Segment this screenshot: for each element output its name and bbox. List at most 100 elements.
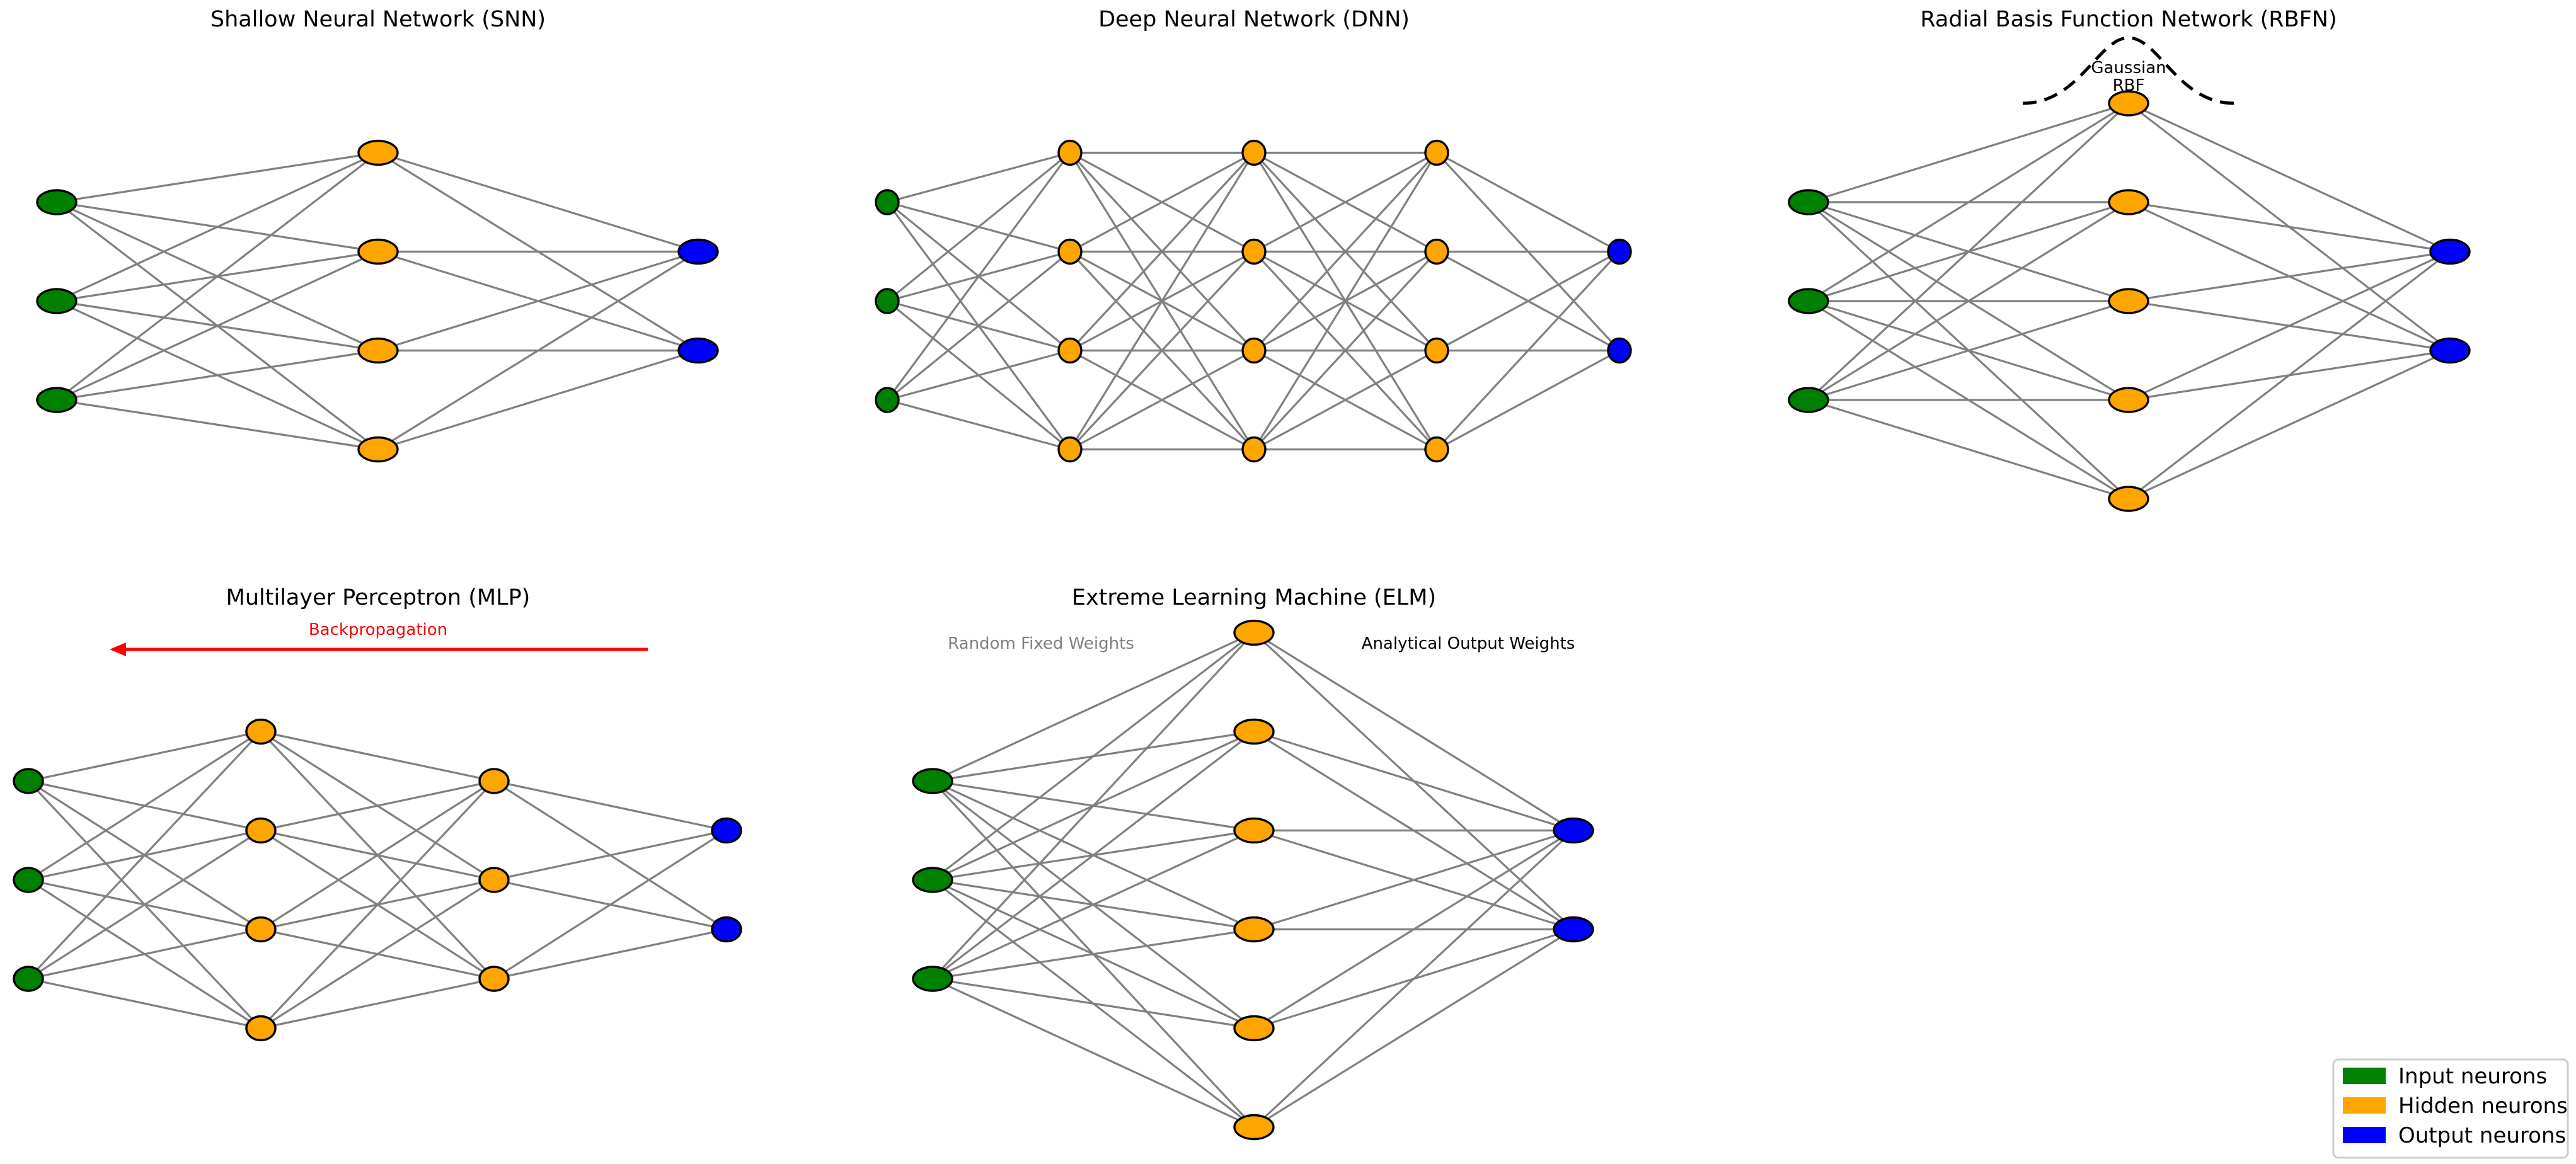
rbfn-input-neuron-0-0 (1788, 189, 1829, 215)
mlp-input-neuron-0-0 (13, 768, 44, 794)
rbfn-edge-l0-n2-to-n1 (1808, 201, 2129, 401)
rbfn-edge-l0-n2-to-n0 (1807, 102, 2130, 401)
rbfn-edge-l0-n0-to-n0 (1808, 102, 2129, 203)
mlp-edge-l2-n2-to-n0 (493, 830, 727, 980)
elm-edges (931, 632, 1575, 1128)
dnn-edge-l3-n3-to-n0 (1435, 251, 1621, 450)
snn-output-neuron-2-0 (677, 238, 719, 265)
legend-label-output: Output neurons (2398, 1123, 2566, 1148)
rbfn-edge-l1-n2-to-n0 (2128, 250, 2451, 302)
elm-output-neuron-2-1 (1553, 916, 1594, 943)
elm-edge-l0-n2-to-n0 (931, 632, 1255, 980)
elm-input-neuron-0-2 (912, 966, 953, 992)
dnn-hidden-neuron-1-3 (1057, 436, 1083, 463)
dnn-hidden-neuron-2-2 (1241, 337, 1267, 364)
dnn-hidden-neuron-1-0 (1057, 139, 1083, 166)
dnn-hidden-neuron-3-2 (1424, 337, 1449, 364)
elm-output-neuron-2-0 (1553, 817, 1594, 844)
dnn-edge-l0-n2-to-n2 (887, 349, 1071, 401)
dnn-edge-l3-n3-to-n1 (1436, 350, 1620, 450)
mlp-input-neuron-0-2 (13, 966, 44, 992)
dnn-hidden-neuron-2-3 (1241, 436, 1267, 463)
elm-hidden-neuron-1-2 (1233, 817, 1275, 844)
rbfn-hidden-neuron-1-2 (2108, 288, 2149, 314)
snn-edge-l1-n0-to-n0 (377, 151, 699, 253)
legend-swatch-output (2343, 1127, 2386, 1143)
elm-edge-l0-n2-to-n5 (932, 978, 1255, 1128)
mlp-edge-l0-n2-to-n0 (27, 731, 262, 980)
rbfn-edge-l0-n1-to-n0 (1808, 102, 2129, 302)
snn-hidden-neuron-1-1 (357, 238, 399, 265)
rbfn-edge-l0-n2-to-n2 (1808, 300, 2129, 401)
elm-hidden-neuron-1-3 (1233, 916, 1275, 943)
rbfn-edge-l1-n4-to-n0 (2128, 251, 2451, 500)
snn-edge-l0-n2-to-n1 (56, 251, 379, 401)
elm-edge-l1-n0-to-n0 (1253, 632, 1574, 831)
elm-edge-l1-n1-to-n0 (1253, 730, 1574, 832)
snn-edge-l0-n2-to-n3 (56, 399, 379, 451)
elm-edge-l1-n5-to-n0 (1253, 830, 1575, 1128)
dnn-edge-l1-n1-to-n0 (1069, 152, 1255, 253)
analytical-output-weights-label: Analytical Output Weights (1362, 634, 1575, 653)
gaussian-rbf-curve (2022, 36, 2235, 105)
elm-edge-l0-n2-to-n4 (932, 978, 1255, 1030)
dnn-hidden-neuron-2-1 (1241, 238, 1267, 265)
dnn-input-neuron-0-1 (875, 288, 900, 314)
legend-box (2332, 1058, 2569, 1159)
legend-swatch-hidden (2343, 1097, 2386, 1114)
elm-edge-l1-n3-to-n0 (1253, 829, 1574, 931)
rbfn-hidden-neuron-1-1 (2108, 189, 2149, 215)
backpropagation-arrowhead (110, 642, 126, 656)
dnn-edges (886, 151, 1621, 451)
dnn-input-neuron-0-2 (875, 387, 900, 413)
rbfn-edges (1807, 102, 2451, 500)
rbfn-edge-l0-n2-to-n4 (1808, 399, 2129, 500)
random-fixed-weights-label: Random Fixed Weights (948, 634, 1134, 653)
mlp-panel: Multilayer Perceptron (MLP) Backpropagat… (13, 585, 742, 1042)
dnn-input-neuron-0-0 (875, 189, 900, 215)
dnn-output-neuron-4-0 (1607, 238, 1632, 265)
snn-hidden-neuron-1-0 (357, 139, 399, 166)
dnn-edge-l0-n2-to-n0 (886, 152, 1071, 401)
elm-edge-l0-n2-to-n3 (932, 928, 1255, 980)
elm-edge-l0-n1-to-n0 (932, 632, 1255, 881)
dnn-edge-l0-n2-to-n3 (887, 399, 1071, 451)
elm-input-neuron-0-0 (912, 768, 953, 794)
rbfn-neurons (1788, 90, 2471, 512)
dnn-edge-l1-n2-to-n0 (1069, 152, 1255, 351)
dnn-edge-l3-n0-to-n0 (1436, 152, 1620, 253)
elm-edge-l0-n0-to-n0 (932, 632, 1255, 782)
dnn-edge-l2-n3-to-n0 (1253, 152, 1438, 450)
rbfn-title: Radial Basis Function Network (RBFN) (1920, 7, 2337, 32)
dnn-hidden-neuron-1-2 (1057, 337, 1083, 364)
elm-edge-l1-n5-to-n1 (1253, 928, 1574, 1128)
snn-edge-l1-n2-to-n0 (377, 250, 699, 352)
mlp-hidden-neuron-1-1 (245, 817, 277, 844)
snn-neurons (36, 139, 719, 463)
elm-panel: Extreme Learning Machine (ELM) Random Fi… (912, 585, 1594, 1141)
snn-input-neuron-0-2 (36, 387, 78, 413)
mlp-output-neuron-3-1 (711, 916, 742, 943)
mlp-edge-l2-n1-to-n0 (493, 829, 727, 881)
snn-panel: Shallow Neural Network (SNN) (36, 7, 719, 463)
mlp-hidden-neuron-2-0 (478, 768, 510, 794)
dnn-edge-l1-n3-to-n1 (1069, 251, 1255, 450)
rbfn-hidden-neuron-1-0 (2108, 90, 2149, 117)
mlp-edge-l1-n0-to-n0 (260, 730, 495, 782)
legend-label-input: Input neurons (2398, 1064, 2547, 1089)
rbfn-edge-l1-n1-to-n0 (2128, 201, 2451, 253)
rbfn-panel: Radial Basis Function Network (RBFN) Gau… (1788, 7, 2471, 512)
dnn-hidden-neuron-3-0 (1424, 139, 1449, 166)
dnn-edge-l2-n1-to-n0 (1253, 152, 1437, 253)
mlp-edge-l1-n2-to-n0 (260, 780, 495, 930)
mlp-edges (27, 730, 727, 1030)
dnn-edge-l2-n3-to-n1 (1253, 251, 1438, 450)
mlp-edge-l1-n3-to-n0 (260, 780, 495, 1029)
dnn-panel: Deep Neural Network (DNN) (875, 7, 1632, 463)
snn-input-neuron-0-0 (36, 189, 78, 215)
rbfn-hidden-neuron-1-3 (2108, 387, 2149, 413)
dnn-edge-l1-n3-to-n2 (1069, 350, 1255, 450)
snn-output-neuron-2-1 (677, 337, 719, 364)
mlp-edge-l1-n1-to-n0 (260, 780, 495, 832)
